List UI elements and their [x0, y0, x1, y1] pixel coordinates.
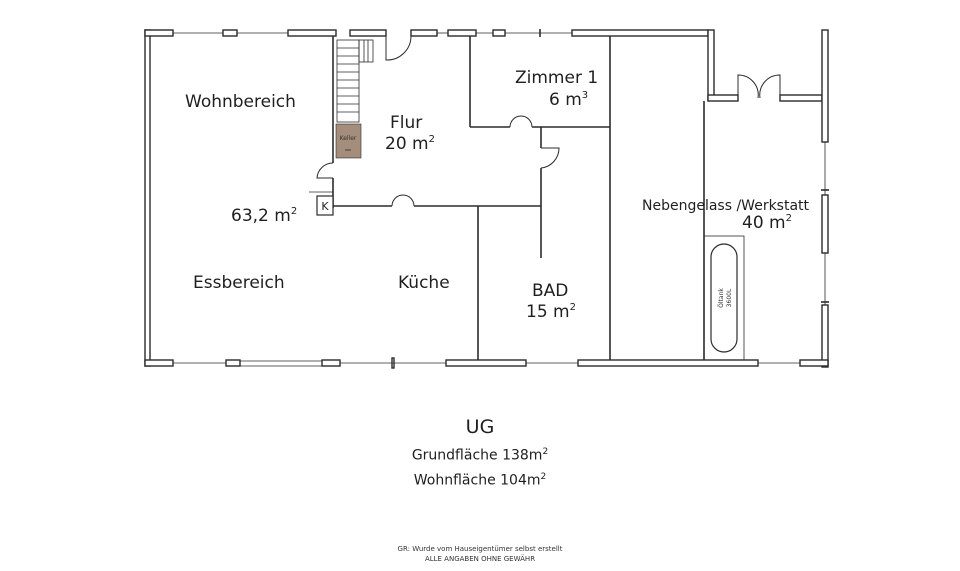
- area-wohnbereich-value: 63,2 m: [231, 206, 291, 226]
- area-zimmer1-exp: 3: [582, 90, 588, 101]
- oil-tank: Öltank 3600L: [703, 235, 745, 361]
- area-nebengelass-exp: 2: [786, 213, 792, 224]
- area-flur: 20 m2: [385, 134, 435, 154]
- label-zimmer1: Zimmer 1: [515, 68, 598, 88]
- disclaimer-no-warranty: ALLE ANGABEN OHNE GEWÄHR: [424, 555, 536, 563]
- area-flur-value: 20 m: [385, 134, 429, 154]
- area-nebengelass: 40 m2: [742, 213, 792, 233]
- area-zimmer1-value: 6 m: [549, 90, 582, 110]
- disclaimer-author: GR: Wurde vom Hauseigentümer selbst erst…: [397, 545, 563, 553]
- area-zimmer1: 6 m3: [549, 90, 588, 110]
- area-nebengelass-value: 40 m: [742, 213, 786, 233]
- area-bad-value: 15 m: [526, 302, 570, 322]
- area-wohnbereich: 63,2 m2: [231, 206, 297, 226]
- staircase: [336, 39, 374, 123]
- keller-label: Keller: [340, 135, 357, 142]
- area-wohnbereich-exp: 2: [291, 206, 297, 217]
- grundflaeche: Grundfläche 138m2: [0, 447, 960, 464]
- label-wohnbereich: Wohnbereich: [185, 92, 296, 112]
- label-flur: Flur: [390, 113, 422, 133]
- floor-plan: Keller K Öltank 3600L Wohnbereich 63,2 m…: [144, 29, 829, 369]
- grundflaeche-value: Grundfläche 138m: [411, 447, 543, 464]
- doors: [316, 33, 781, 207]
- label-essbereich: Essbereich: [193, 273, 285, 293]
- keller-box: Keller: [335, 123, 362, 159]
- floor-title: UG: [465, 416, 495, 438]
- window-lines: [173, 29, 829, 367]
- k-box: K: [309, 191, 334, 216]
- label-nebengelass: Nebengelass /Werkstatt: [642, 198, 810, 214]
- wohnflaeche: Wohnfläche 104m2: [0, 472, 960, 489]
- room-labels: Wohnbereich 63,2 m2 Essbereich Flur 20 m…: [185, 68, 810, 322]
- k-box-label: K: [321, 200, 329, 213]
- wohnflaeche-exp: 2: [540, 472, 547, 482]
- oeltank-label: Öltank: [718, 288, 725, 308]
- wohnflaeche-value: Wohnfläche 104m: [413, 472, 541, 489]
- area-bad: 15 m2: [526, 302, 576, 322]
- label-kueche: Küche: [398, 273, 450, 293]
- oeltank-capacity: 3600L: [726, 288, 733, 307]
- area-bad-exp: 2: [570, 302, 576, 313]
- grundflaeche-exp: 2: [542, 447, 549, 457]
- label-bad: BAD: [532, 281, 568, 301]
- area-flur-exp: 2: [429, 134, 435, 145]
